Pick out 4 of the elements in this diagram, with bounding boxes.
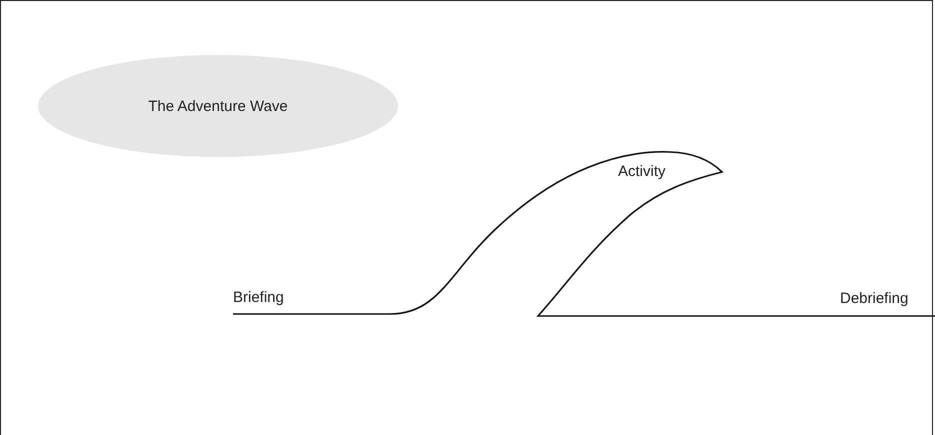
stage-label: Activity xyxy=(618,163,666,180)
title-text: The Adventure Wave xyxy=(148,98,288,114)
stage-label: Debriefing xyxy=(840,290,908,307)
stage-label: Briefing xyxy=(233,289,284,306)
